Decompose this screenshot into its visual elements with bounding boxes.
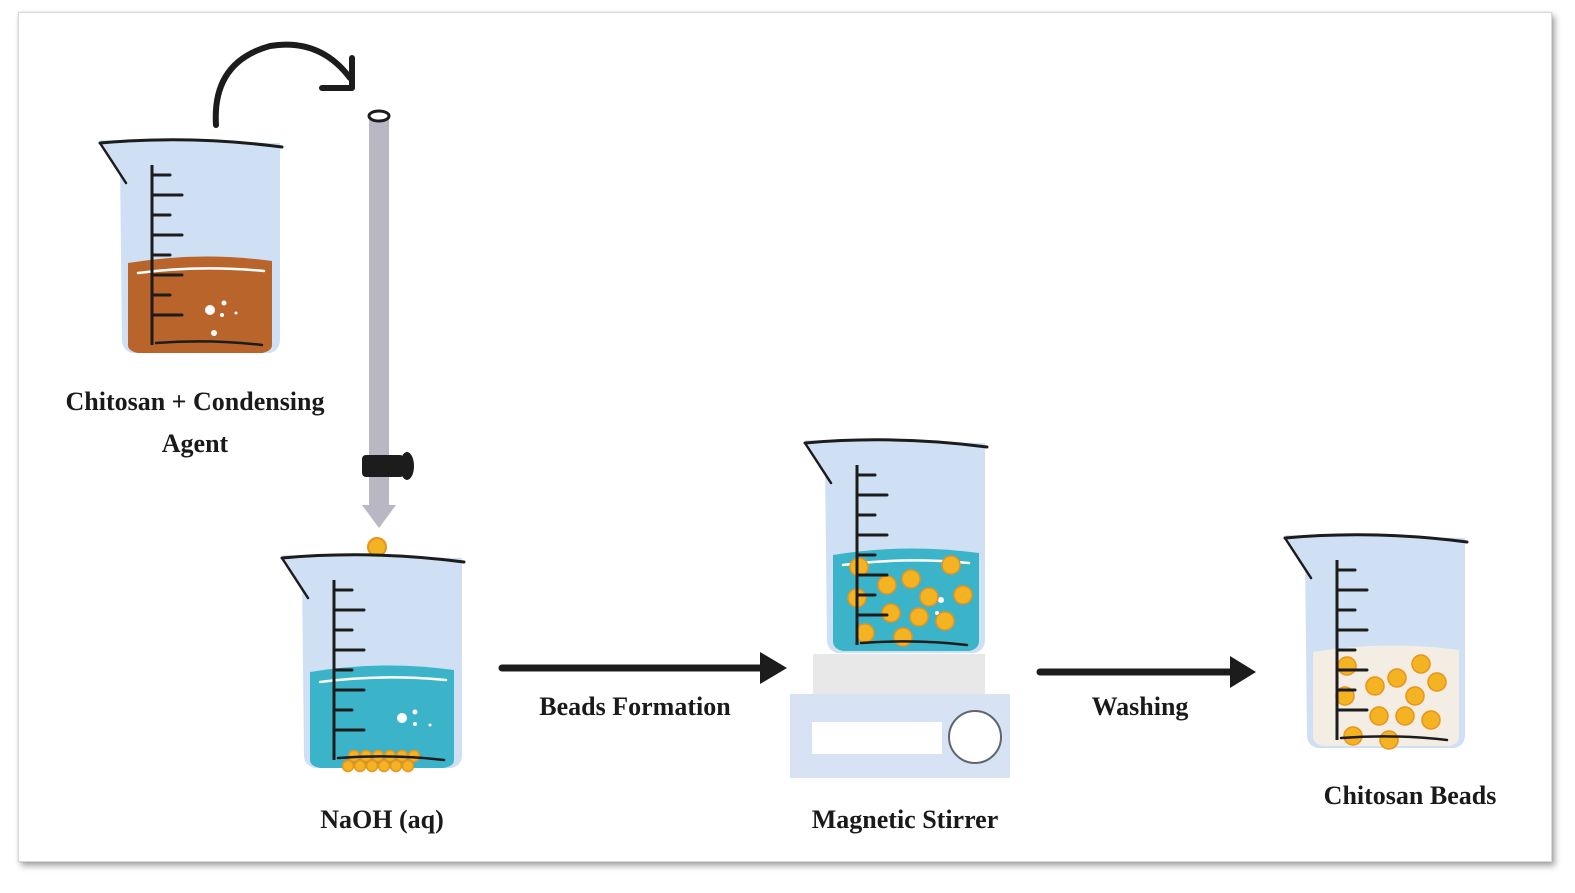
suspended-beads	[847, 555, 973, 647]
stirrer-display	[812, 722, 942, 754]
chitosan-mix-label-line1: Chitosan + Condensing	[65, 387, 325, 416]
magnetic-stirrer	[790, 654, 1010, 778]
naoh-label: NaOH (aq)	[320, 805, 444, 834]
magnetic-stirrer-label: Magnetic Stirrer	[811, 805, 999, 834]
falling-bead-drop	[367, 537, 387, 557]
chitosan-beads-label: Chitosan Beads	[1323, 781, 1497, 810]
stirring-beaker	[803, 438, 989, 653]
chitosan-mix-label-line2: Agent	[161, 429, 229, 458]
stopcock-valve	[362, 452, 414, 480]
burette	[362, 109, 414, 528]
settled-beads	[341, 749, 421, 773]
beads-formation-label: Beads Formation	[539, 692, 731, 721]
chitosan-solution-beaker	[98, 138, 284, 353]
chitosan-beads-beaker	[1283, 533, 1469, 750]
naoh-beaker	[280, 553, 466, 773]
washing-arrow	[1036, 656, 1256, 688]
chitosan-liquid	[128, 256, 272, 353]
washing-label: Washing	[1091, 692, 1189, 721]
stirrer-knob	[948, 710, 1002, 764]
beads-formation-arrow	[498, 652, 787, 684]
curved-transfer-arrow	[212, 41, 355, 128]
